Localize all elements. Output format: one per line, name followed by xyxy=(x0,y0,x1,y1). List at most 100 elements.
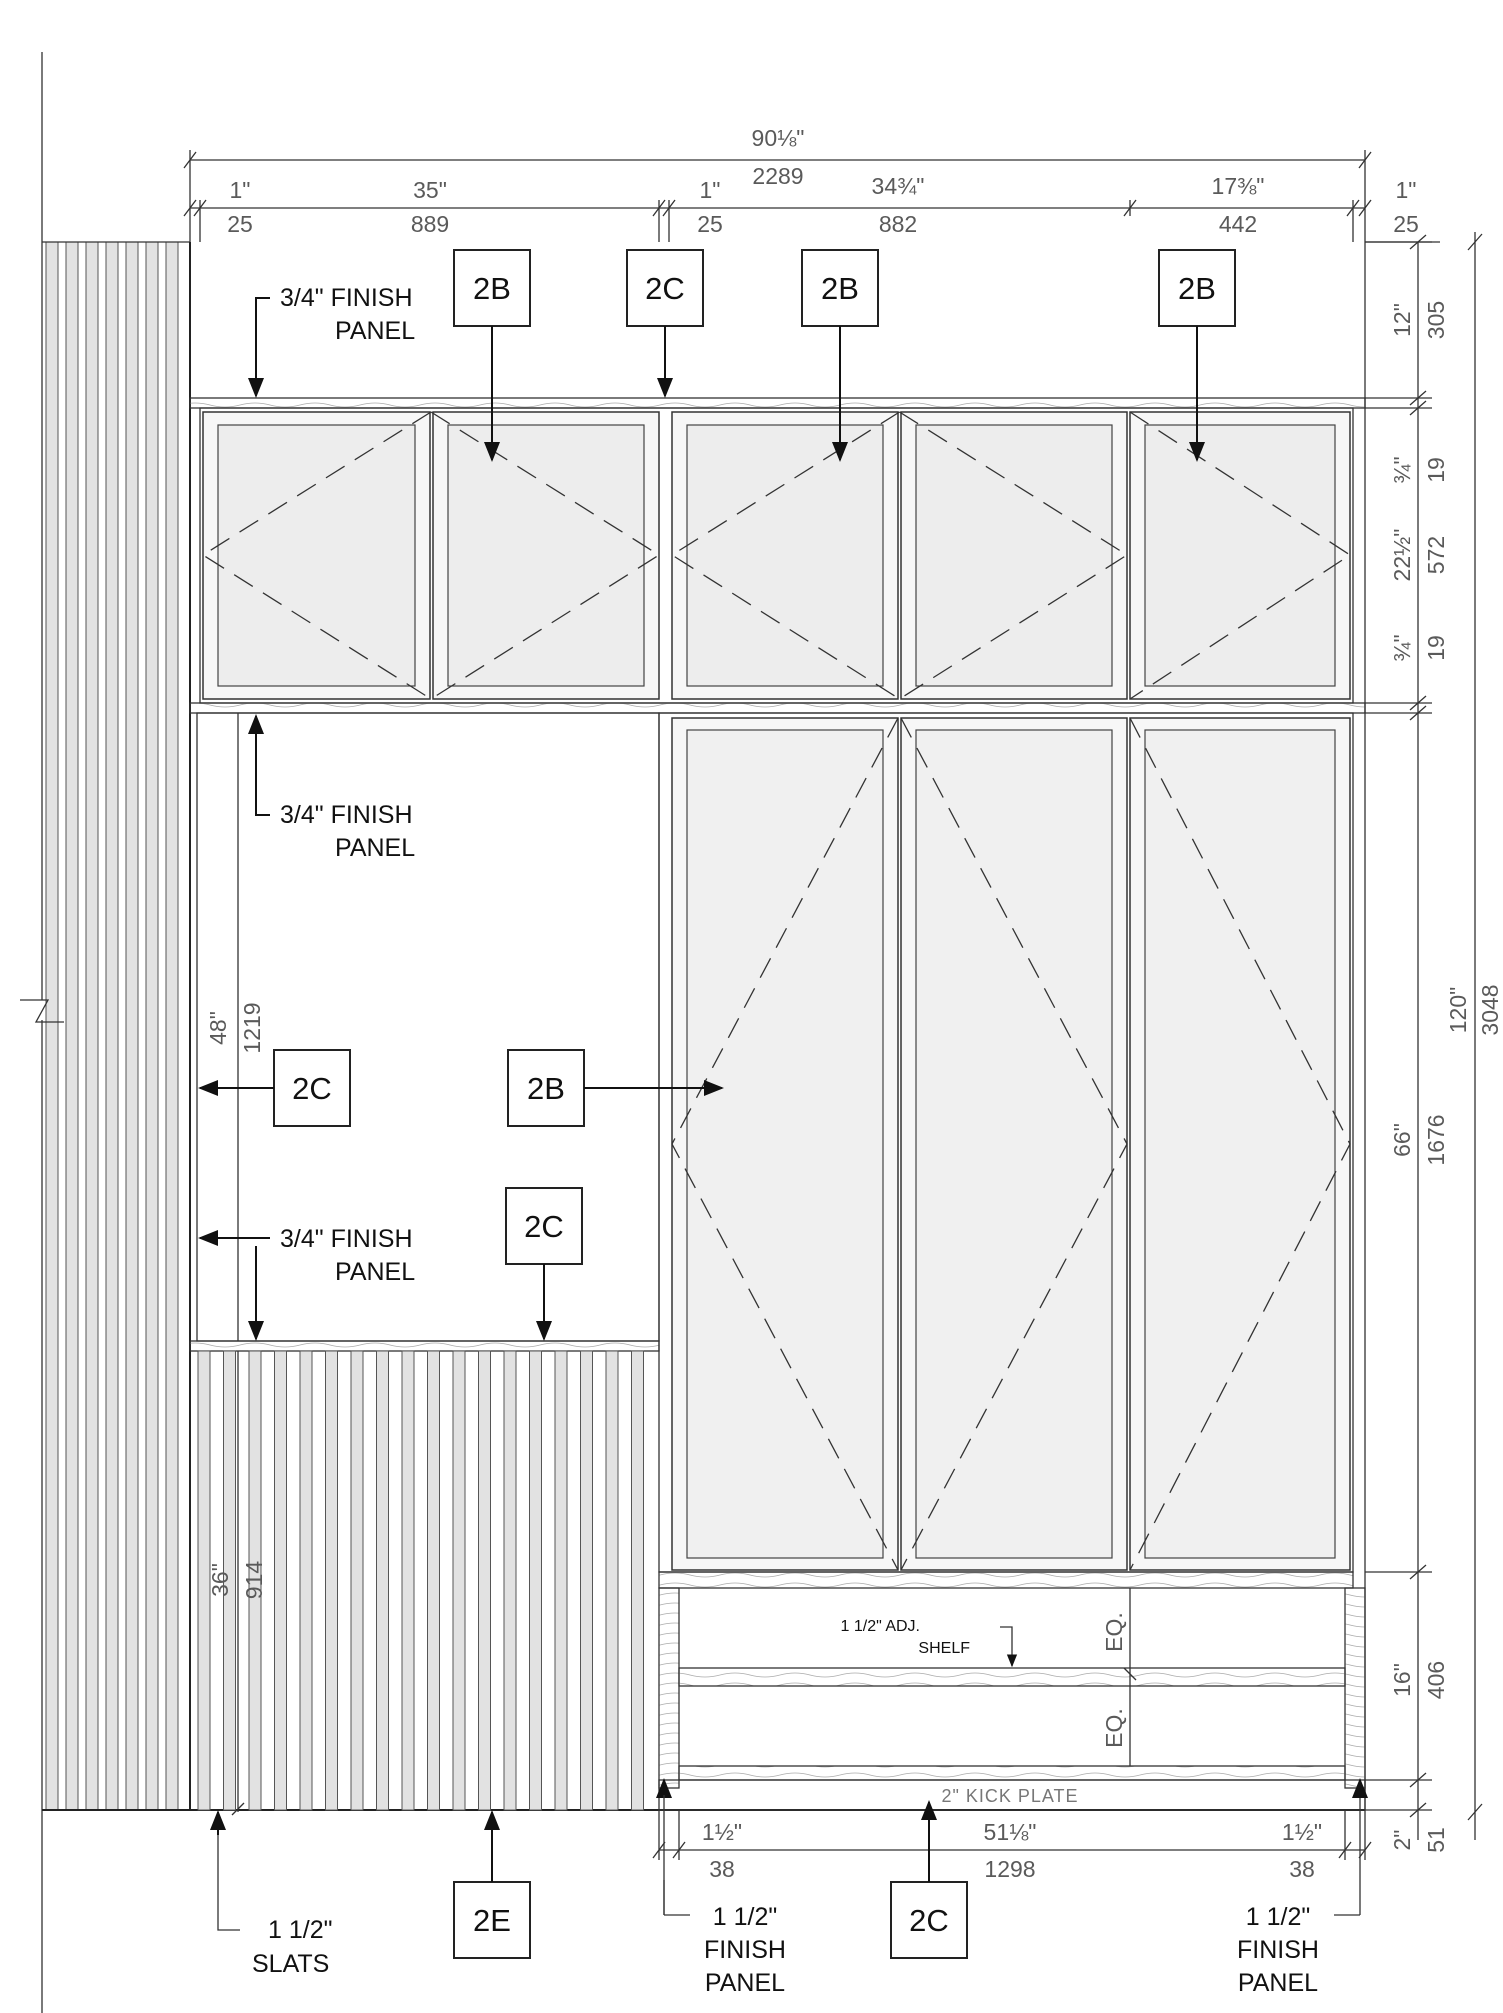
upper-door-mm: 572 xyxy=(1423,536,1449,574)
top-right-gap-mm: 25 xyxy=(1393,211,1419,237)
top-left-gap-in: 1" xyxy=(230,177,251,203)
niche-slat xyxy=(197,1350,211,1811)
top-dimensions: 90⅛" 2289 1" 25 35" 889 1" 25 34¾" 882 1… xyxy=(183,125,1419,242)
finish-panel-low-line1: 3/4" FINISH xyxy=(280,1225,413,1253)
section-tag-bottom-center[interactable]: 2C xyxy=(890,1800,968,1959)
finish-panel-bl-line1: 1 1/2" xyxy=(713,1903,777,1931)
niche-slat xyxy=(452,1350,466,1811)
upper-door-panel xyxy=(447,424,645,687)
niche-finish-panel xyxy=(189,1340,660,1352)
upper-rail-top-mm: 19 xyxy=(1423,457,1449,483)
section-tag-top-2[interactable]: 2C xyxy=(626,249,704,398)
top-left-gap-mm: 25 xyxy=(227,211,253,237)
niche-slat xyxy=(299,1350,313,1811)
section-tag-bottom-left[interactable]: 2E xyxy=(453,1810,531,1959)
niche-slat xyxy=(503,1350,517,1811)
bottom-dimensions: 1½" 38 51⅛" 1298 1½" 38 xyxy=(652,1810,1372,1882)
overall-width-in: 90⅛" xyxy=(752,125,805,151)
base-cabinet: 2" KICK PLATE 1 1/2" ADJ. SHELF EQ. EQ. xyxy=(658,1571,1366,1811)
niche-slat xyxy=(223,1350,236,1811)
finish-panel-mid-line2: PANEL xyxy=(335,834,415,862)
tag-label: 2C xyxy=(909,1903,949,1938)
right-section-in: 34¾" xyxy=(872,173,925,199)
section-tag-low-center[interactable]: 2C xyxy=(505,1187,583,1341)
kick-plate-label: 2" KICK PLATE xyxy=(941,1786,1078,1806)
wall-slat xyxy=(65,241,79,1811)
mid-gap-mm: 25 xyxy=(697,211,723,237)
callout-finish-panel-top: 3/4" FINISH PANEL xyxy=(248,284,415,398)
kick-mm: 51 xyxy=(1423,1827,1449,1853)
top-space-mm: 305 xyxy=(1423,301,1449,339)
niche-slat xyxy=(350,1350,364,1811)
tag-label: 2B xyxy=(527,1071,565,1106)
bottom-right-in: 1½" xyxy=(1282,1819,1322,1845)
bottom-mid-mm: 1298 xyxy=(984,1856,1035,1882)
left-section-in: 35" xyxy=(413,177,447,203)
wall-slat xyxy=(125,241,139,1811)
wall-slat xyxy=(85,241,99,1811)
section-tag-mid-center[interactable]: 2B xyxy=(507,1049,724,1127)
tall-door-in: 66" xyxy=(1389,1123,1415,1157)
section-tag-mid-left[interactable]: 2C xyxy=(198,1049,351,1127)
upper-swing-line xyxy=(201,411,432,700)
upper-door-panel xyxy=(217,424,416,687)
finish-panel-br-line3: PANEL xyxy=(1238,1969,1318,1997)
niche-slat xyxy=(376,1350,389,1811)
niche-slat xyxy=(529,1350,542,1811)
callout-finish-panel-mid: 3/4" FINISH PANEL xyxy=(248,714,415,862)
upper-rail-bottom-mm: 19 xyxy=(1423,635,1449,661)
finish-panel-br-line2: FINISH xyxy=(1237,1936,1319,1964)
open-niche-in: 48" xyxy=(205,1011,231,1045)
finish-panel-top-line1: 3/4" FINISH xyxy=(280,284,413,312)
right-dimensions: 12" 305 ¾" 19 22½" 572 ¾" 19 66" 1676 12… xyxy=(1365,232,1503,1853)
adjustable-shelf xyxy=(678,1667,1346,1687)
bottom-left-mm: 38 xyxy=(709,1856,735,1882)
niche-slat xyxy=(248,1350,262,1811)
tag-label: 2E xyxy=(473,1903,511,1938)
top-finish-panel xyxy=(189,397,1366,409)
callout-finish-panel-bottom-right: 1 1/2" FINISH PANEL xyxy=(1237,1778,1368,1997)
callout-finish-panel-low: 3/4" FINISH PANEL xyxy=(198,1225,415,1341)
tall-door-panel xyxy=(915,729,1113,1559)
finish-panel-top-line2: PANEL xyxy=(335,317,415,345)
base-in: 16" xyxy=(1389,1663,1415,1697)
upper-rail-top-in: ¾" xyxy=(1389,456,1415,483)
section-tag-top-3[interactable]: 2B xyxy=(801,249,879,462)
tall-door-mm: 1676 xyxy=(1423,1114,1449,1165)
slat-height-mm: 914 xyxy=(241,1561,267,1600)
finish-panel-bl-line3: PANEL xyxy=(705,1969,785,1997)
tag-label: 2C xyxy=(524,1209,564,1244)
overall-height-in: 120" xyxy=(1445,987,1471,1034)
top-right-gap-in: 1" xyxy=(1396,177,1417,203)
callout-finish-panel-bottom-left: 1 1/2" FINISH PANEL xyxy=(656,1778,786,1997)
section-tag-top-1[interactable]: 2B xyxy=(453,249,531,462)
eq-upper: EQ. xyxy=(1101,1612,1127,1652)
right-sub-mm: 442 xyxy=(1219,211,1257,237)
eq-lower: EQ. xyxy=(1101,1708,1127,1748)
break-line xyxy=(20,999,64,1023)
wall-slats xyxy=(45,241,179,1811)
right-finish-panel xyxy=(1344,1587,1366,1789)
tall-swing-line xyxy=(1129,717,1351,1571)
finish-panel-low-line2: PANEL xyxy=(335,1258,415,1286)
niche-slats xyxy=(197,1350,644,1811)
mid-gap-in: 1" xyxy=(700,177,721,203)
callout-slats: 1 1/2" SLATS xyxy=(210,1810,332,1978)
section-tag-top-4[interactable]: 2B xyxy=(1158,249,1236,462)
niche-slat xyxy=(631,1350,644,1811)
upper-door-panel xyxy=(686,424,884,687)
niche-slat xyxy=(478,1350,491,1811)
tall-door-panel xyxy=(1144,729,1336,1559)
wall-slat xyxy=(105,241,119,1811)
upper-swing-line xyxy=(430,411,661,700)
upper-swing-line xyxy=(670,411,900,700)
upper-swing-line xyxy=(899,411,1129,700)
open-niche-mm: 1219 xyxy=(239,1002,265,1053)
slat-height-in: 36" xyxy=(207,1563,233,1597)
upper-rail-bottom-in: ¾" xyxy=(1389,634,1415,661)
upper-door-panel xyxy=(915,424,1113,687)
left-section-mm: 889 xyxy=(411,211,449,237)
right-sub-in: 17⅜" xyxy=(1212,173,1265,199)
niche-slat xyxy=(580,1350,593,1811)
